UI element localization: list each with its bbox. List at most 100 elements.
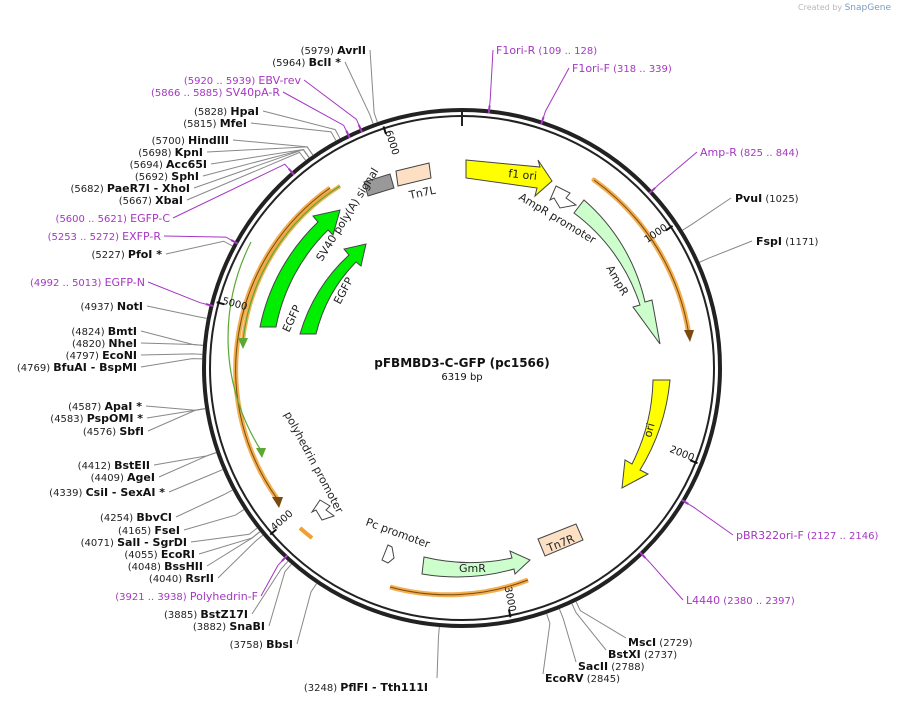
enzyme-leader [198,531,261,555]
primer-leader [163,235,235,243]
primer-text: (5253 .. 5272) EXFP-R [48,230,162,243]
enzyme-leader [145,405,206,411]
primer-leader [172,163,292,219]
primer-text: pBR322ori-F (2127 .. 2146) [736,529,878,542]
enzyme-site-left: (4769) BfuAI - BspMI [17,361,137,374]
enzyme-leader [296,583,318,645]
enzyme-site-label: (3885) BstZ17I [164,608,248,621]
enzyme-name-alt: SexAI * [120,486,165,499]
feature-pc-promoter [381,544,395,564]
feature-sv40-polya [363,173,395,197]
scale-tick-label: 4000 [269,508,295,533]
primer-range: (2380 .. 2397) [720,596,795,607]
enzyme-site-label: (4576) SbfI [83,425,144,438]
enzyme-site-left: (4071) SalI - SgrDI [81,536,187,549]
enzyme-name: BstZ17I [200,608,248,621]
enzyme-site-label: (3248) PflFI - Tth111I [304,681,428,694]
primer-label: F1ori-R (109 .. 128) [496,44,597,57]
enzyme-position: (4576) [83,427,119,438]
feature-f1-ori [465,159,553,198]
enzyme-position: (3248) [304,683,340,694]
enzyme-site-label: PvuI (1025) [735,192,799,205]
primer-name: Amp-R [700,146,737,159]
primer-range: (5920 .. 5939) [184,76,259,87]
enzyme-site-left: (5964) BclI * [272,56,341,69]
enzyme-position: (4071) [81,538,117,549]
credit-prefix: Created by [798,3,843,12]
scale-tick [689,459,698,465]
enzyme-site-bottom: MscI (2729) [628,636,693,649]
enzyme-site-label: (5667) XbaI [119,194,183,207]
primer-name: EXFP-R [122,230,161,243]
enzyme-leader [186,151,306,201]
feature-polyhedrin-promoter [310,499,336,521]
primer-range: (825 .. 844) [737,148,799,159]
enzyme-name: MscI [628,636,656,649]
enzyme-site-left: (4587) ApaI * [68,400,142,413]
enzyme-position: (5815) [183,119,219,130]
enzyme-position: (1171) [782,237,819,248]
feature-egfp-outer [259,209,341,328]
enzyme-leader [140,330,204,346]
enzyme-site-left: (4412) BstEII [78,459,150,472]
primer-leader [651,151,698,192]
primer-leader [282,91,349,135]
primer-name: EBV-rev [258,74,301,87]
enzyme-leader [147,408,206,432]
enzyme-name: SphI [171,170,199,183]
enzyme-position: (1025) [762,194,799,205]
primer-name: F1ori-R [496,44,536,57]
enzyme-leader [158,452,217,478]
enzyme-position: (3885) [164,610,200,621]
enzyme-position: (4040) [149,574,185,585]
enzyme-name: SbfI [119,425,144,438]
primer-name: pBR322ori-F [736,529,804,542]
primer-name: Polyhedrin-F [190,590,258,603]
enzyme-site-left: (4339) CsiI - SexAI * [49,486,165,499]
enzyme-name: FspI [756,235,782,248]
enzyme-site-right: FspI (1171) [756,235,819,248]
enzyme-leader [190,527,258,543]
enzyme-leader [146,305,207,319]
enzyme-site-left: (5815) MfeI [183,117,247,130]
enzyme-leader [250,122,337,141]
primer-label: (3921 .. 3938) Polyhedrin-F [115,590,258,603]
enzyme-site-bottom: EcoRV (2845) [545,672,620,685]
enzyme-position: (2737) [641,650,678,661]
enzyme-site-label: (4769) BfuAI - BspMI [17,361,137,374]
enzyme-name-alt: XhoI [162,182,190,195]
enzyme-position: (4409) [91,473,127,484]
plasmid-name: pFBMBD3-C-GFP (pc1566) [374,356,549,370]
scale-tick [216,301,225,306]
enzyme-leader [436,626,440,679]
enzyme-position: (4820) [72,339,108,350]
primer-name: SV40pA-R [226,86,281,99]
enzyme-separator: - [368,681,380,694]
enzyme-name: AgeI [127,471,155,484]
primer-text: (3921 .. 3938) Polyhedrin-F [115,590,258,603]
primer-range: (5253 .. 5272) [48,232,123,243]
enzyme-site-label: (5698) KpnI [138,146,203,159]
primer-text: (4992 .. 5013) EGFP-N [30,276,145,289]
scale-tick-label: 3000 [502,586,518,613]
enzyme-site-label: (4339) CsiI - SexAI * [49,486,165,499]
enzyme-site-left: (3758) BbsI [230,638,293,651]
feature-f1-ori-label: f1 ori [508,167,538,183]
enzyme-site-label: (4165) FseI [118,524,180,537]
enzyme-site-left: (3882) SnaBI [193,620,265,633]
enzyme-site-left: (3885) BstZ17I [164,608,248,621]
feature-tn7r [537,523,584,557]
enzyme-position: (4339) [49,488,85,499]
enzyme-site-left: (5828) HpaI [194,105,259,118]
enzyme-site-label: (4040) RsrII [149,572,214,585]
enzyme-site-label: EcoRV (2845) [545,672,620,685]
enzyme-name: HindIII [188,134,229,147]
feature-gmr-label: GmR [459,562,486,575]
enzyme-site-label: (4048) BssHII [128,560,203,573]
enzyme-name: BstXI [608,648,641,661]
enzyme-site-label: (5227) PfoI * [91,248,162,261]
enzyme-name: NheI [108,337,137,350]
primer-name: F1ori-F [572,62,610,75]
feature-ori-label: ori [641,422,657,439]
enzyme-leader [153,452,217,466]
